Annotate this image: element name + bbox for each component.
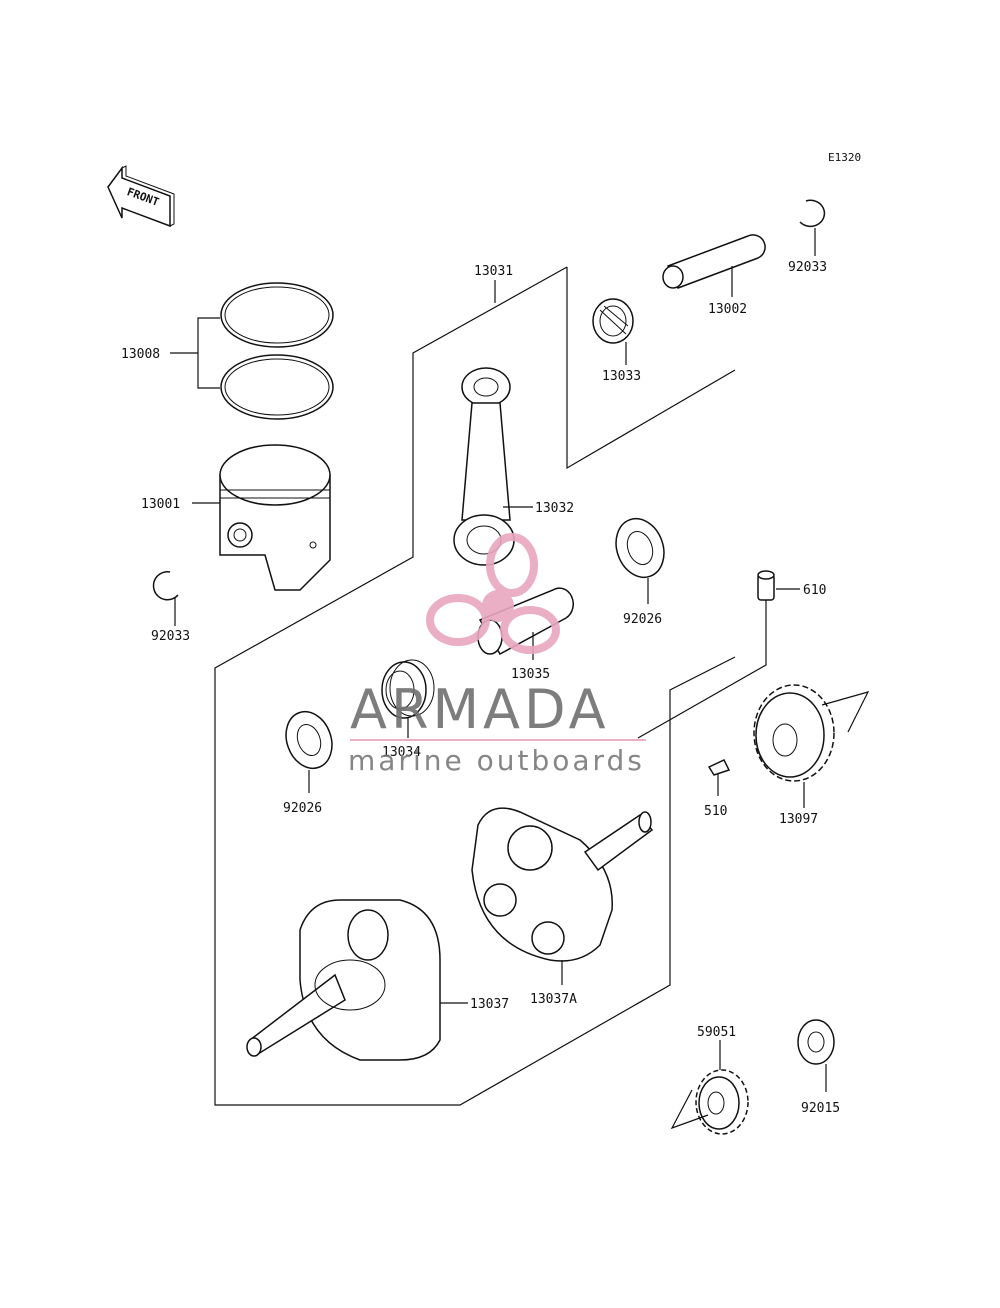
connecting-rod-icon bbox=[453, 367, 515, 566]
needle-bearing-icon bbox=[381, 659, 435, 719]
part-label-13031: 13031 bbox=[474, 264, 513, 279]
woodruff-key-icon bbox=[707, 759, 731, 776]
thrust-washer-icon bbox=[285, 710, 333, 770]
circlip-icon bbox=[152, 571, 179, 601]
part-label-13008: 13008 bbox=[121, 347, 160, 362]
part-label-13035: 13035 bbox=[511, 667, 550, 682]
crankshaft-icon bbox=[471, 807, 654, 962]
part-label-610: 610 bbox=[803, 583, 826, 598]
part-label-92015: 92015 bbox=[801, 1101, 840, 1116]
watermark-title: ARMADA bbox=[350, 678, 610, 741]
part-label-92026-left: 92026 bbox=[283, 801, 322, 816]
part-label-13001: 13001 bbox=[141, 497, 180, 512]
dowel-pin-icon bbox=[757, 570, 775, 601]
circlip-icon bbox=[799, 199, 826, 228]
part-label-13002: 13002 bbox=[708, 302, 747, 317]
needle-bearing-icon bbox=[592, 298, 634, 344]
watermark-logo: ARMADA marine outboards bbox=[348, 533, 646, 777]
part-label-92033-left: 92033 bbox=[151, 629, 190, 644]
part-label-13034: 13034 bbox=[382, 745, 421, 760]
piston-pin-icon bbox=[662, 234, 766, 289]
part-label-92033-right: 92033 bbox=[788, 260, 827, 275]
watermark-subtitle: marine outboards bbox=[348, 744, 645, 777]
nut-icon bbox=[797, 1019, 835, 1065]
part-label-92026-right: 92026 bbox=[623, 612, 662, 627]
gear-icon bbox=[670, 1069, 749, 1135]
diagram-code: E1320 bbox=[828, 151, 861, 164]
part-label-13037: 13037 bbox=[470, 997, 509, 1012]
gear-icon bbox=[753, 684, 870, 782]
piston-ring-icon bbox=[220, 282, 334, 420]
assembly-frame bbox=[214, 266, 736, 1106]
part-label-13097: 13097 bbox=[779, 812, 818, 827]
front-arrow-icon: FRONT bbox=[107, 165, 175, 228]
part-label-510: 510 bbox=[704, 804, 727, 819]
propeller-logo-icon bbox=[426, 533, 560, 654]
crankshaft-icon bbox=[246, 899, 441, 1061]
part-label-13037a: 13037A bbox=[530, 992, 577, 1007]
part-label-59051: 59051 bbox=[697, 1025, 736, 1040]
thrust-washer-icon bbox=[615, 517, 665, 579]
part-label-13032: 13032 bbox=[535, 501, 574, 516]
part-label-13033: 13033 bbox=[602, 369, 641, 384]
piston-icon bbox=[219, 444, 331, 591]
